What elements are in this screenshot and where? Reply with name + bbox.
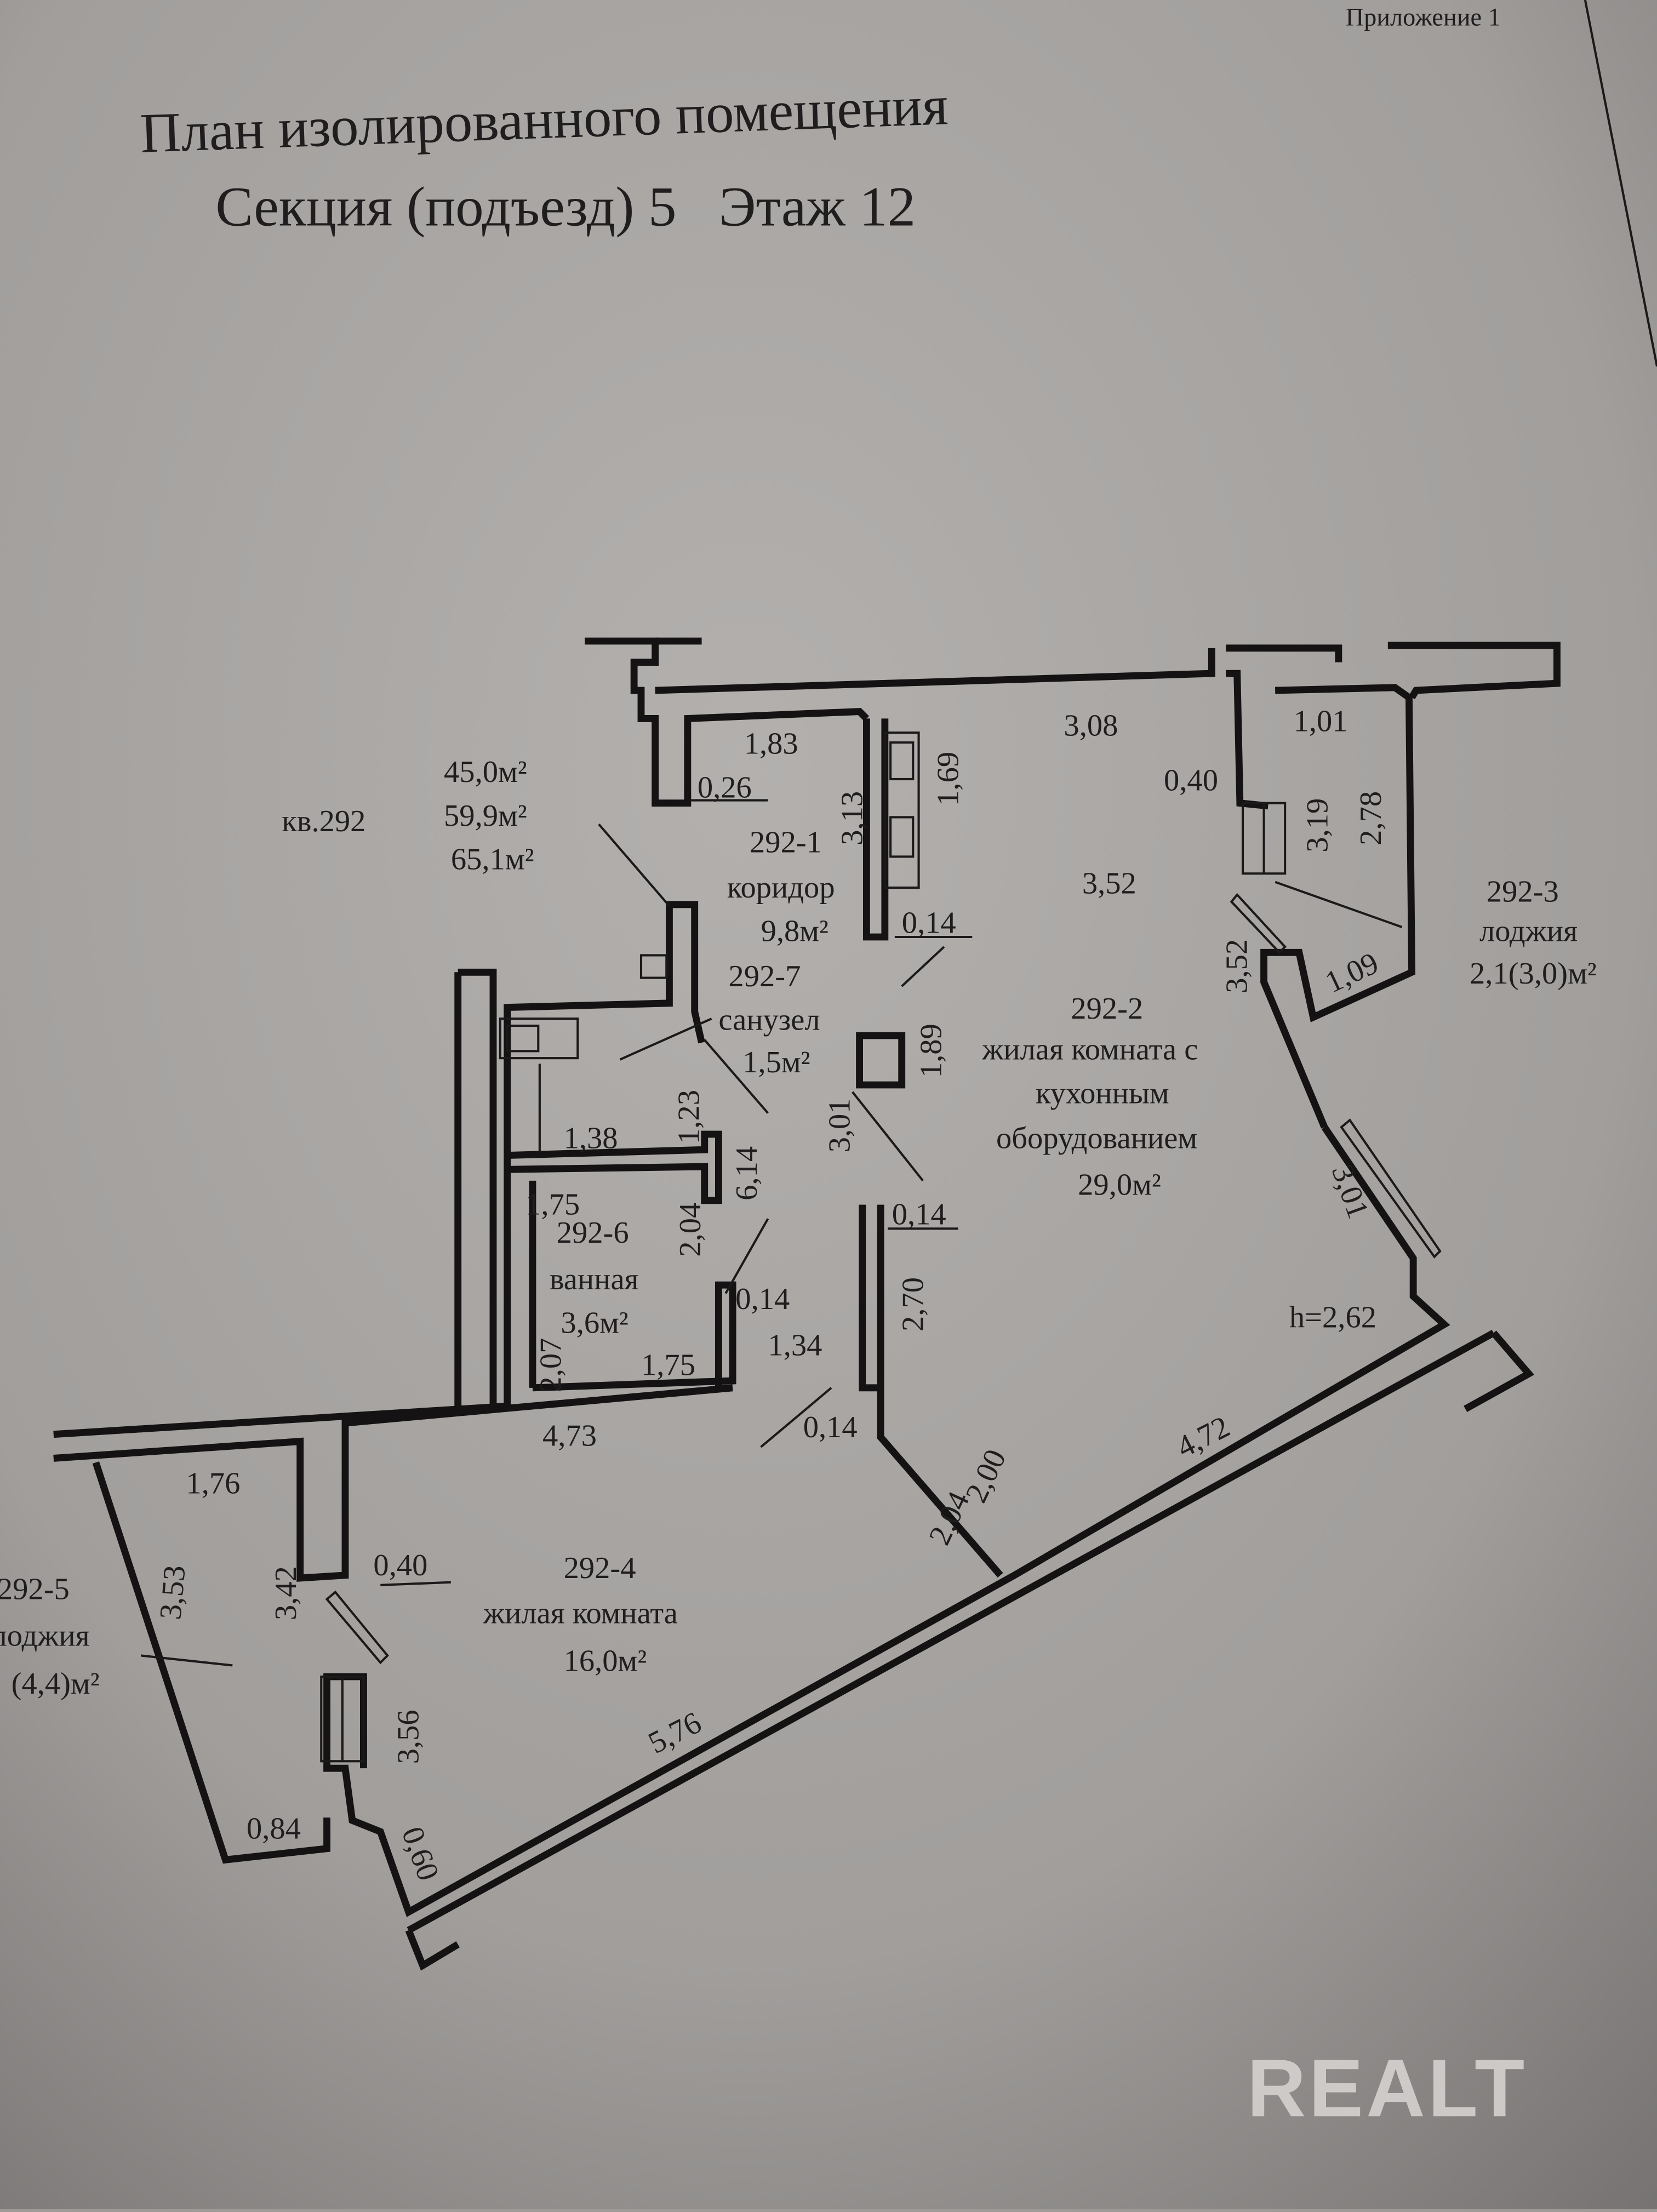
svg-text:1,5м²: 1,5м²: [742, 1045, 810, 1079]
svg-text:4,73: 4,73: [542, 1419, 597, 1453]
appendix-label: Приложение 1: [1346, 3, 1501, 31]
dimension-labels: 1,83 0,26 3,13 1,69 0,14 3,08 0,40 1,01 …: [153, 705, 1388, 1885]
area-total: 59,9м²: [444, 799, 527, 833]
svg-text:3,52: 3,52: [1220, 939, 1254, 993]
svg-text:2,1(3,0)м²: 2,1(3,0)м²: [1470, 957, 1597, 991]
svg-text:оборудованием: оборудованием: [996, 1122, 1197, 1156]
svg-text:6,14: 6,14: [730, 1146, 764, 1201]
paper-edge: [1584, 0, 1657, 367]
room-292-7: 292-7 санузел 1,5м²: [718, 959, 820, 1079]
svg-text:3,42: 3,42: [269, 1566, 303, 1620]
svg-text:1,76: 1,76: [186, 1467, 240, 1501]
svg-text:292-7: 292-7: [728, 959, 801, 993]
svg-text:жилая комната: жилая комната: [483, 1596, 678, 1630]
svg-text:коридор: коридор: [727, 871, 835, 905]
svg-text:(4,4)м²: (4,4)м²: [12, 1667, 100, 1701]
svg-text:1,01: 1,01: [1294, 705, 1348, 739]
room-292-2: 292-2 жилая комната с кухонным оборудова…: [981, 992, 1198, 1202]
svg-text:0,26: 0,26: [698, 770, 752, 804]
svg-text:2,04: 2,04: [673, 1203, 707, 1257]
svg-text:16,0м²: 16,0м²: [564, 1644, 647, 1678]
svg-text:0,14: 0,14: [902, 906, 956, 940]
svg-text:292-4: 292-4: [564, 1551, 636, 1585]
svg-text:9,8м²: 9,8м²: [761, 914, 828, 948]
svg-text:лоджия: лоджия: [1479, 914, 1578, 948]
room-292-5: 292-5 лоджия (4,4)м²: [0, 1573, 100, 1701]
svg-text:3,56: 3,56: [392, 1710, 426, 1764]
svg-text:292-3: 292-3: [1487, 875, 1559, 909]
room-292-3: 292-3 лоджия 2,1(3,0)м²: [1470, 875, 1597, 991]
svg-text:0,40: 0,40: [373, 1548, 427, 1582]
svg-text:1,23: 1,23: [672, 1090, 706, 1144]
realt-watermark: REALT: [1247, 2042, 1528, 2134]
room-292-4: 292-4 жилая комната 16,0м²: [483, 1551, 678, 1678]
room-292-1: 292-1 коридор 9,8м²: [727, 826, 835, 948]
area-living: 45,0м²: [444, 755, 527, 789]
svg-text:0,14: 0,14: [735, 1282, 790, 1316]
svg-text:0,84: 0,84: [247, 1812, 301, 1846]
svg-text:лоджия: лоджия: [0, 1619, 90, 1653]
svg-text:3,6м²: 3,6м²: [561, 1306, 628, 1340]
svg-text:3,08: 3,08: [1064, 708, 1118, 742]
svg-text:292-1: 292-1: [750, 826, 822, 860]
svg-text:1,83: 1,83: [744, 727, 798, 761]
svg-text:1,75: 1,75: [641, 1348, 695, 1382]
svg-text:3,19: 3,19: [1300, 798, 1334, 853]
svg-text:3,53: 3,53: [153, 1564, 192, 1621]
svg-text:292-5: 292-5: [0, 1573, 70, 1607]
apartment-label: кв.292: [282, 804, 365, 838]
ceiling-height: h=2,62: [1289, 1300, 1376, 1334]
svg-text:29,0м²: 29,0м²: [1078, 1168, 1161, 1202]
svg-text:292-6: 292-6: [557, 1216, 629, 1250]
area-with-loggias: 65,1м²: [451, 843, 534, 877]
svg-text:3,52: 3,52: [1082, 866, 1136, 900]
page-subtitle: Секция (подъезд) 5 Этаж 12: [215, 175, 916, 238]
svg-text:2,70: 2,70: [896, 1277, 930, 1331]
svg-text:жилая комната с: жилая комната с: [981, 1033, 1198, 1067]
svg-text:0,14: 0,14: [892, 1198, 946, 1232]
svg-text:2,07: 2,07: [534, 1338, 568, 1392]
svg-text:3,01: 3,01: [823, 1098, 857, 1152]
svg-text:санузел: санузел: [718, 1003, 820, 1037]
walls: [53, 637, 1561, 1971]
fixtures: [320, 731, 1442, 1763]
svg-text:0,40: 0,40: [1164, 764, 1218, 798]
svg-text:1,75: 1,75: [525, 1188, 580, 1222]
room-292-6: 292-6 ванная 3,6м²: [550, 1216, 639, 1340]
svg-text:2,78: 2,78: [1354, 791, 1388, 845]
svg-text:1,89: 1,89: [915, 1024, 949, 1078]
svg-text:1,69: 1,69: [932, 752, 965, 806]
svg-text:0,14: 0,14: [803, 1410, 858, 1444]
svg-text:3,13: 3,13: [836, 791, 870, 845]
leader-lines: [140, 799, 1403, 1667]
svg-text:1,34: 1,34: [768, 1329, 822, 1363]
svg-text:кухонным: кухонным: [1036, 1076, 1169, 1110]
svg-text:1,38: 1,38: [564, 1122, 618, 1156]
svg-text:ванная: ванная: [550, 1262, 639, 1296]
svg-text:292-2: 292-2: [1071, 992, 1143, 1026]
